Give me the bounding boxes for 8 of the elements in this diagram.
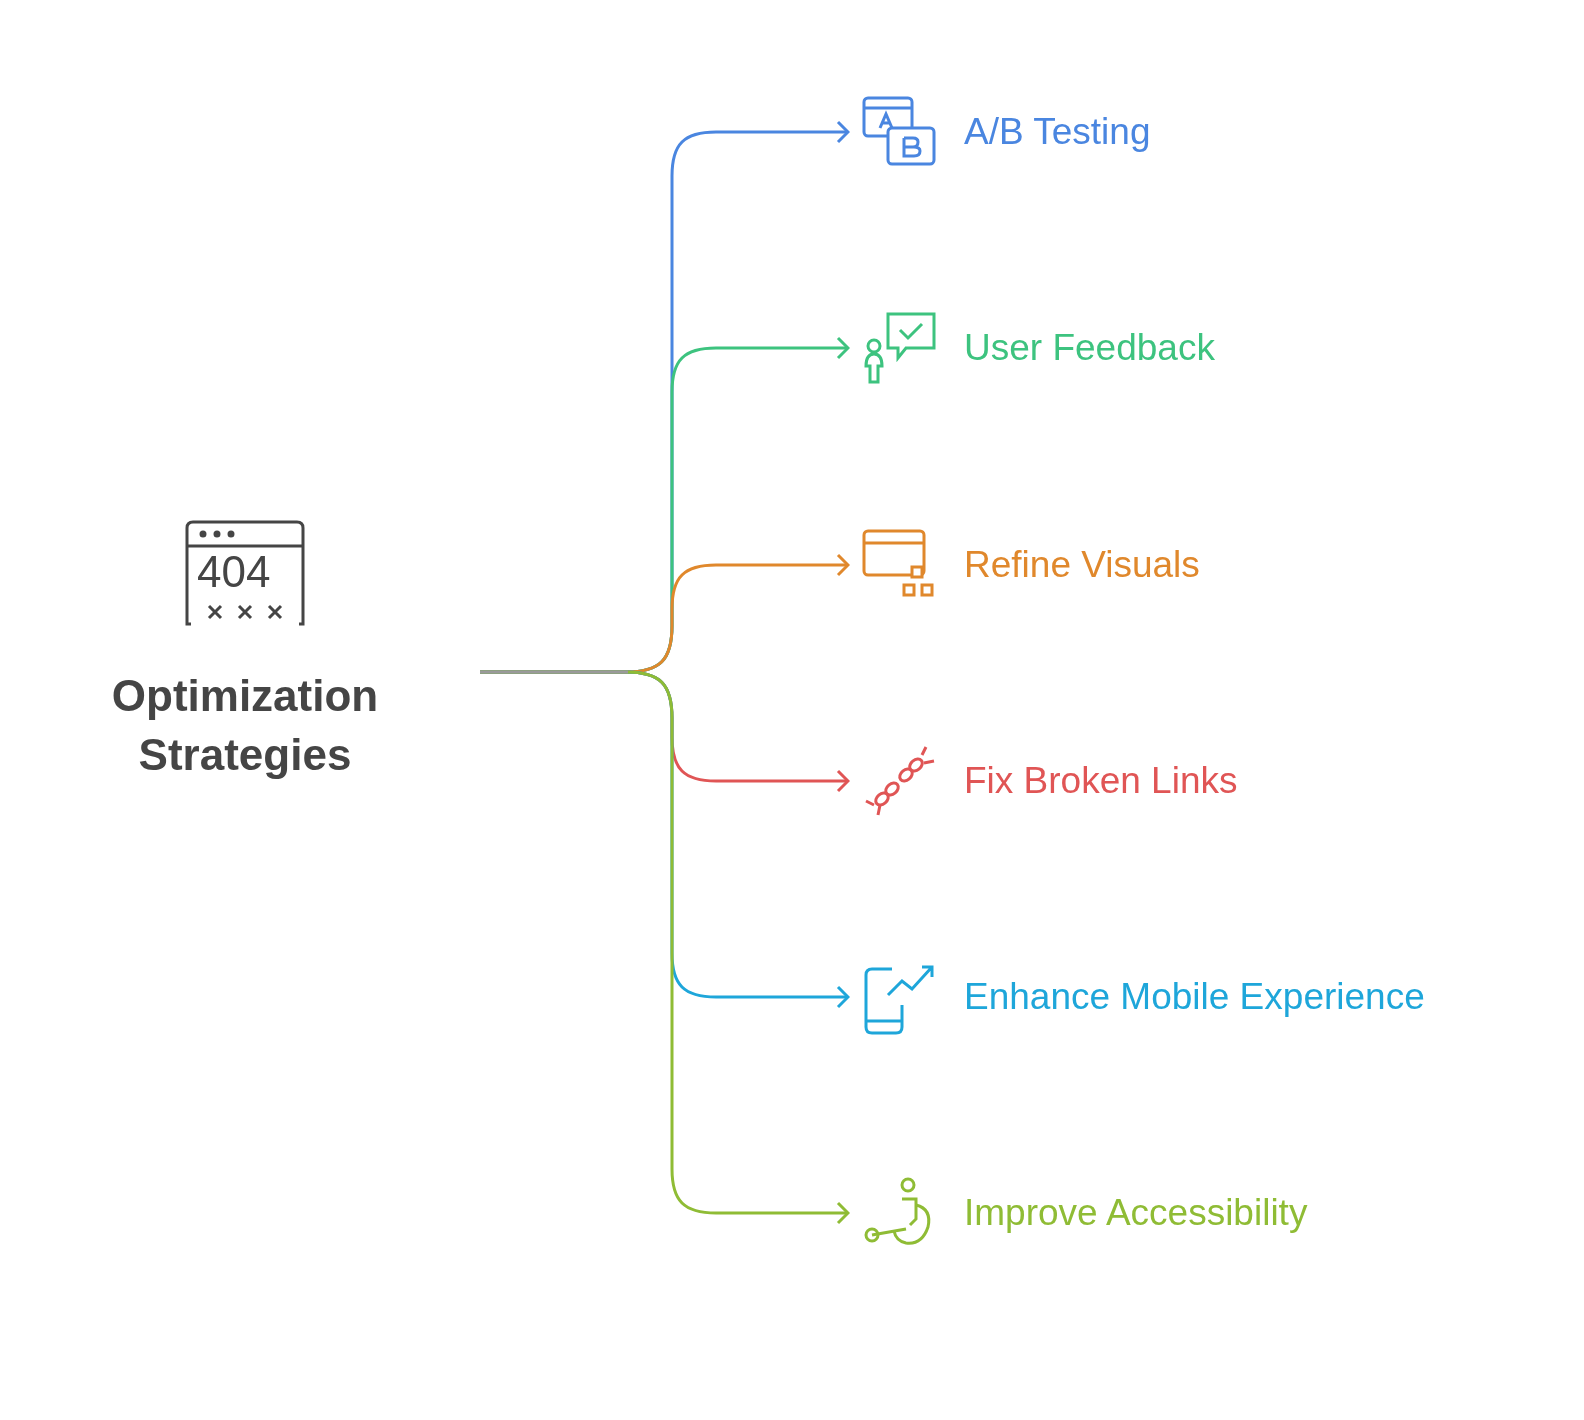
branch-label: Fix Broken Links	[964, 760, 1238, 802]
error-code: 404	[197, 550, 271, 594]
branch-label: Refine Visuals	[964, 544, 1200, 586]
branch-label: A/B Testing	[964, 111, 1151, 153]
root-title: Optimization Strategies	[110, 670, 380, 782]
branch-label: User Feedback	[964, 327, 1215, 369]
branch-label: Enhance Mobile Experience	[964, 976, 1425, 1018]
branch-label: Improve Accessibility	[964, 1192, 1308, 1234]
